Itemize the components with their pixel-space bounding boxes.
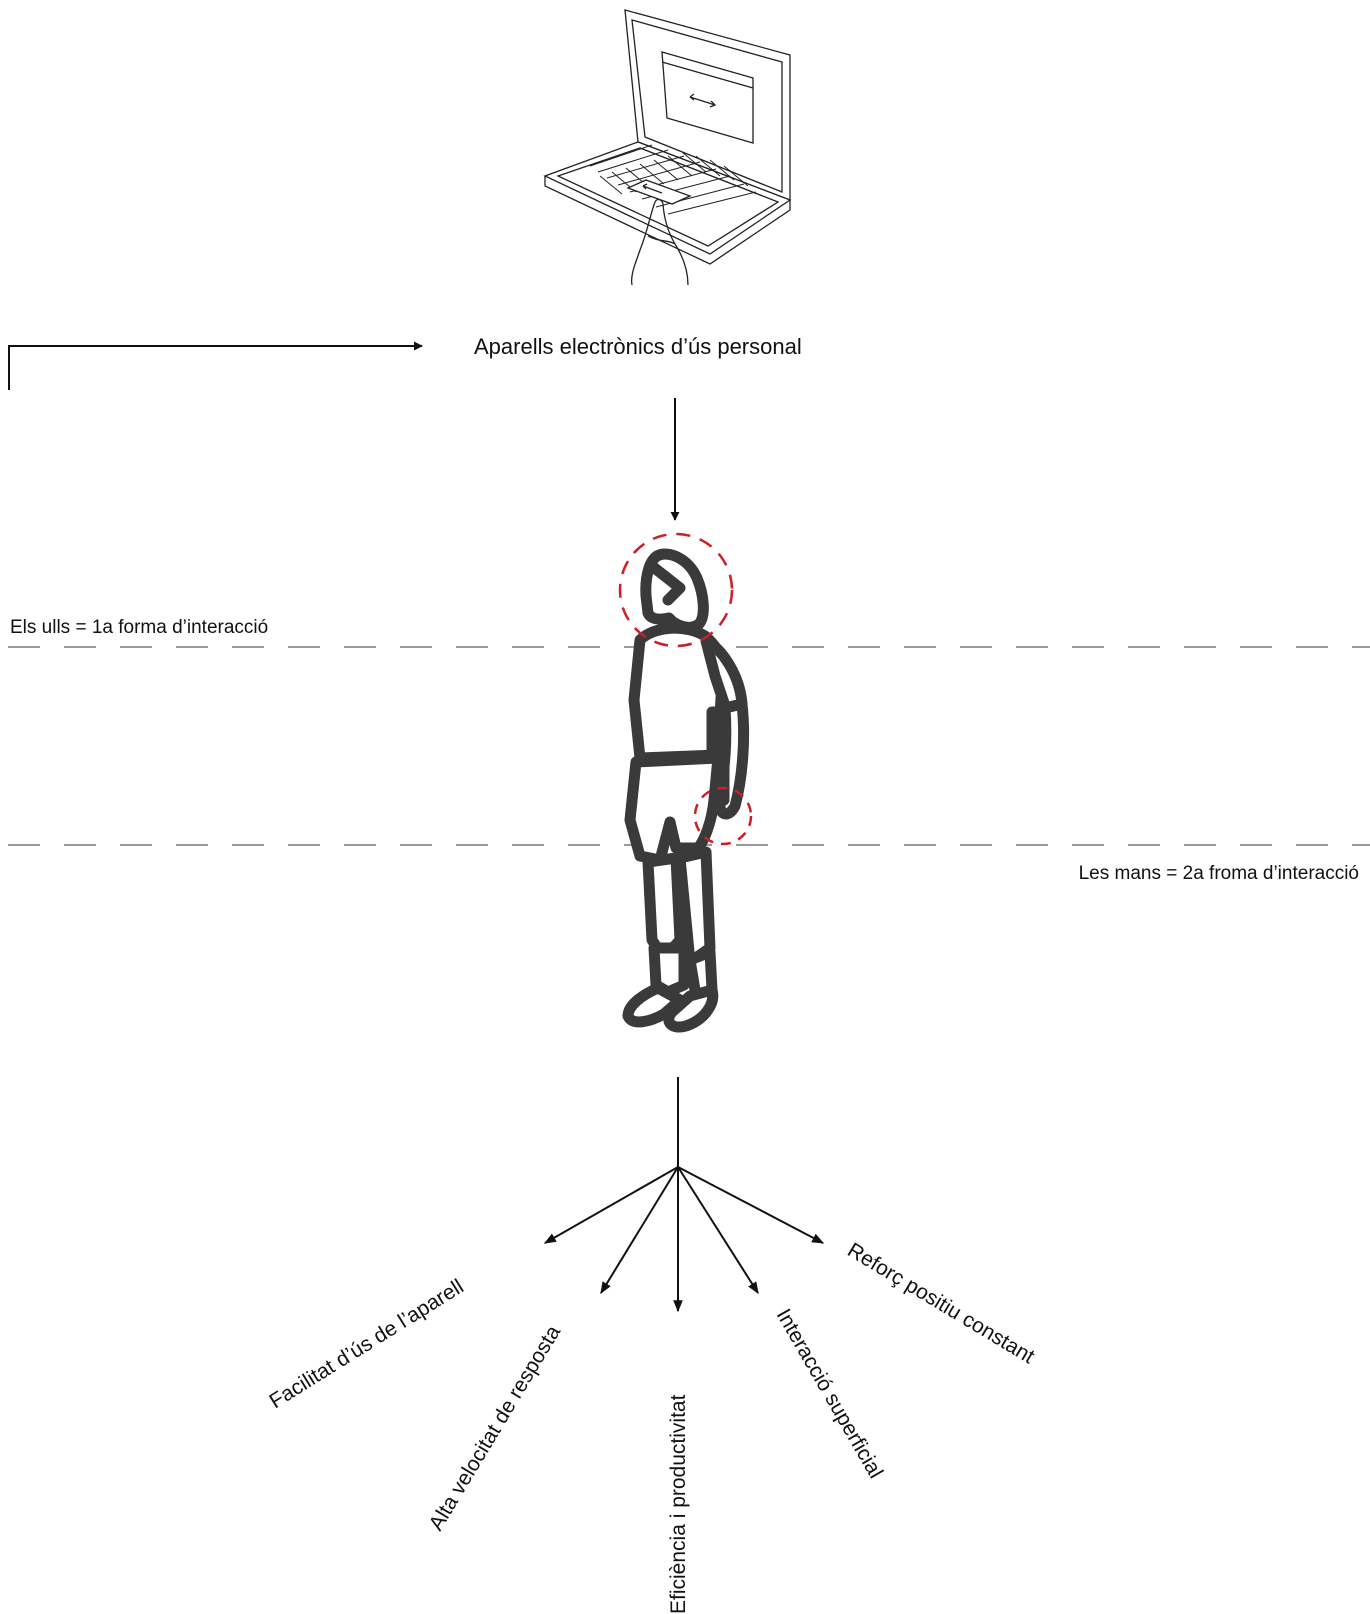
laptop-illustration — [545, 10, 790, 285]
outcome-label-positive-reinforcement: Reforç positiu constant — [843, 1239, 1038, 1369]
outcome-label-ease-of-use: Facilitat d’ús de l’aparell — [265, 1275, 467, 1413]
outcome-arrow-1 — [545, 1167, 678, 1243]
outcome-arrow-4 — [678, 1167, 758, 1293]
outcome-arrow-2 — [601, 1167, 678, 1293]
outcome-label-efficiency: Eficiència i productivitat — [667, 1394, 690, 1614]
eyes-label: Els ulls = 1a forma d’interacció — [10, 617, 268, 638]
outcome-label-response-speed: Alta velocitat de resposta — [425, 1321, 566, 1534]
incoming-connector-arrow — [9, 346, 422, 390]
hands-label: Les mans = 2a froma d’interacció — [1079, 863, 1359, 884]
devices-label: Aparells electrònics d’ús personal — [474, 334, 802, 359]
human-figure — [628, 554, 744, 1027]
outcome-arrow-5 — [678, 1167, 823, 1243]
outcome-label-superficial-interaction: Interacció superficial — [772, 1305, 888, 1482]
